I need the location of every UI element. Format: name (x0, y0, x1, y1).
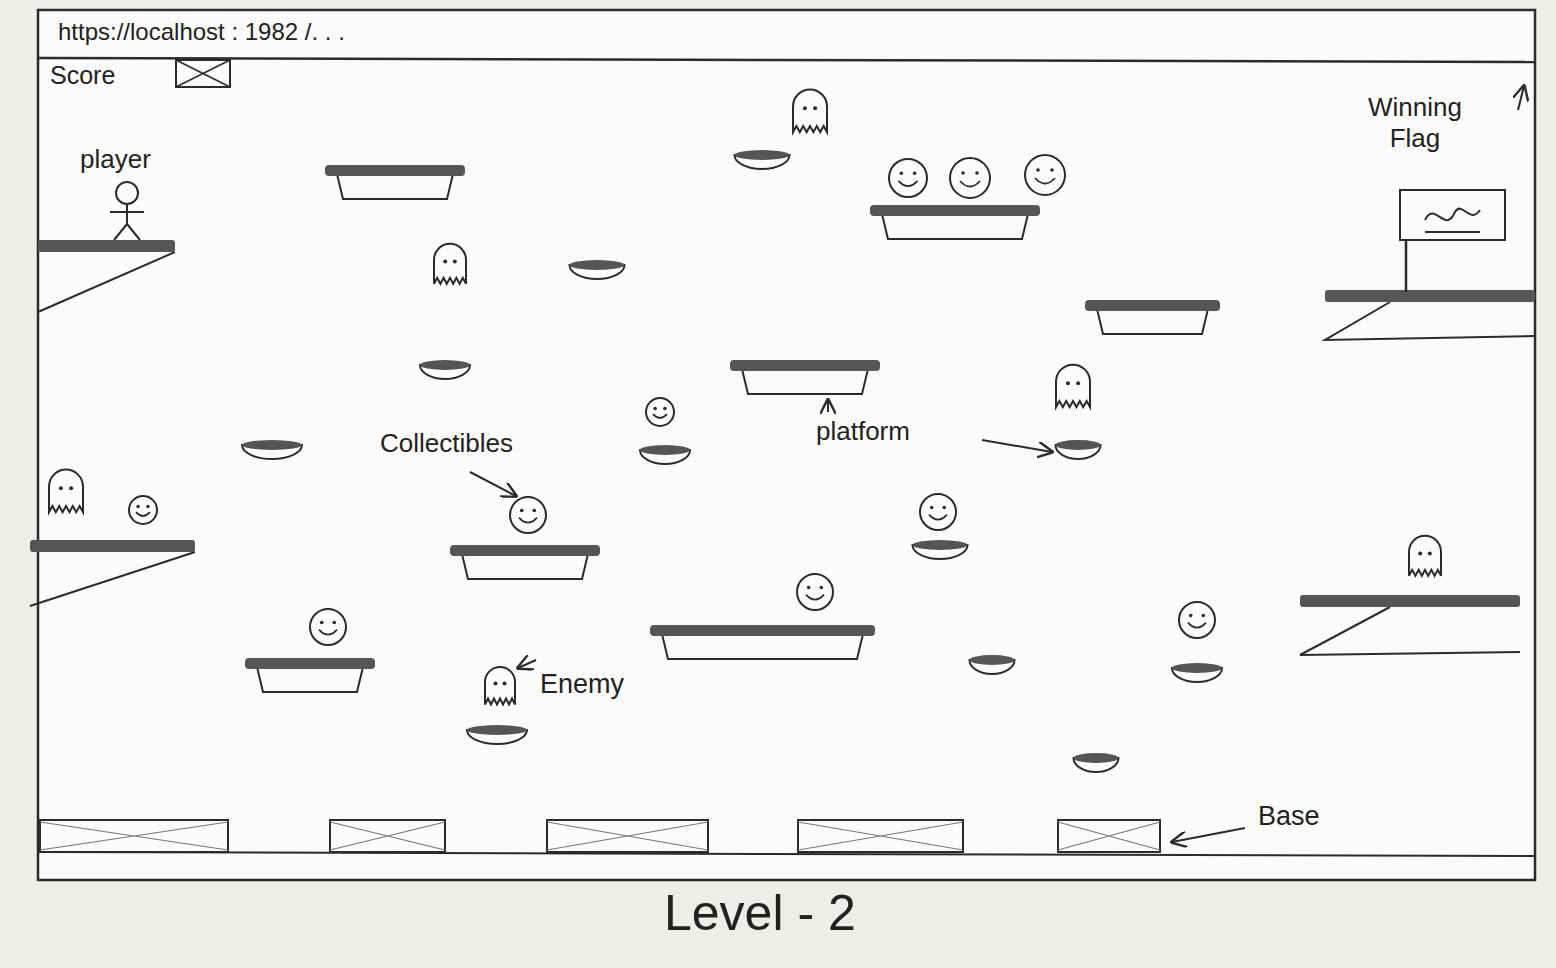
level-caption: Level - 2 (664, 884, 856, 942)
ledge-platform (1300, 595, 1520, 655)
ledge-platform (1325, 290, 1535, 340)
score-label: Score (50, 60, 115, 90)
collectible-smiley (646, 398, 674, 426)
address-bar: https://localhost : 1982 /. . . (40, 12, 1530, 56)
player-figure (110, 182, 144, 240)
url-text: https://localhost : 1982 /. . . (58, 18, 1512, 46)
platform-slab (1085, 300, 1220, 334)
address-bar-line (38, 58, 1535, 62)
collectible-smiley (950, 158, 990, 198)
enemy-leader (518, 660, 536, 668)
collectible-smiley (129, 496, 157, 524)
enemy-ghost (1056, 365, 1090, 407)
platform-slab (325, 165, 465, 199)
collectible-smiley (889, 159, 927, 197)
base-label: Base (1258, 800, 1320, 832)
collectible-smiley (1179, 602, 1215, 638)
browser-frame (38, 10, 1535, 880)
bowl-platform (970, 655, 1015, 674)
flag-leader (1518, 86, 1524, 110)
base-ground-line (38, 852, 1535, 856)
platform-label: platform (816, 416, 910, 447)
bowl-platform (420, 360, 470, 379)
bowl-platform (467, 725, 527, 744)
base-leader (1172, 828, 1245, 842)
bowl-platform (1172, 663, 1222, 682)
player-label: player (80, 144, 151, 175)
winning-flag (1400, 190, 1505, 292)
collectibles-label: Collectibles (380, 428, 513, 459)
collectible-smiley (510, 497, 546, 533)
collectible-smiley (920, 494, 956, 530)
platform-slab (730, 360, 880, 394)
enemy-label: Enemy (540, 668, 624, 700)
collectible-smiley (797, 574, 833, 610)
enemy-ghost (434, 244, 466, 284)
base-block (40, 820, 228, 852)
platform-leader (827, 400, 829, 412)
ledge-platform (38, 240, 175, 312)
bowl-platform (735, 150, 790, 169)
bowl-platform (242, 440, 302, 459)
platform-slab (450, 545, 600, 579)
enemy-ghost (1409, 536, 1441, 576)
platform-slab (870, 205, 1040, 239)
platform-slab (650, 625, 875, 659)
enemy-ghost (793, 90, 827, 133)
ledge-platform (30, 540, 195, 606)
bowl-platform (640, 445, 690, 464)
score-box (176, 60, 230, 87)
base-block (547, 820, 708, 852)
collectible-smiley (310, 609, 346, 645)
flag-label: Winning Flag (1340, 92, 1490, 154)
base-block (798, 820, 963, 852)
bowl-platform (1074, 753, 1119, 772)
bowl-platform (1056, 440, 1101, 459)
collectible-smiley (1025, 155, 1065, 195)
platform-leader (982, 440, 1052, 452)
base-block (330, 820, 445, 852)
platform-slab (245, 658, 375, 692)
base-block (1058, 820, 1160, 852)
enemy-ghost (485, 667, 515, 705)
collectibles-leader (470, 472, 516, 496)
bowl-platform (912, 540, 967, 559)
bowl-platform (570, 260, 625, 279)
enemy-ghost (49, 470, 83, 512)
